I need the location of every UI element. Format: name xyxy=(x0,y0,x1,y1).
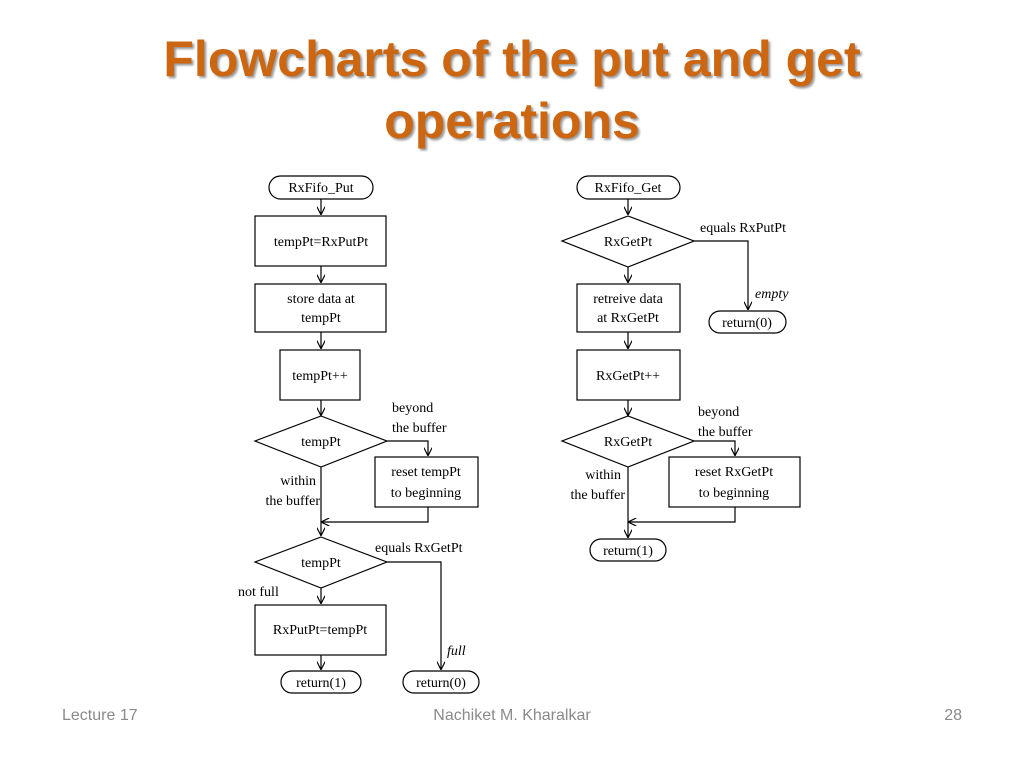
put-store-label-2: tempPt xyxy=(301,311,341,326)
get-decision1-diamond xyxy=(560,215,696,268)
put-beyond-label-2: the buffer xyxy=(392,421,447,436)
slide-title: Flowcharts of the put and get operations xyxy=(0,28,1024,152)
get-increment-box xyxy=(576,349,681,401)
put-full-arrow xyxy=(387,561,441,669)
get-increment-label: RxGetPt++ xyxy=(596,369,660,384)
get-reset-label-2: to beginning xyxy=(699,486,769,501)
flowchart-shapes xyxy=(253,175,801,694)
get-retrieve-label-2: at RxGetPt xyxy=(597,311,659,326)
put-return-zero-label: return(0) xyxy=(416,676,466,691)
get-beyond-label-2: the buffer xyxy=(698,425,753,440)
put-assign-temp-label: tempPt=RxPutPt xyxy=(274,235,368,250)
get-empty-label: empty xyxy=(755,287,789,302)
get-empty-arrow xyxy=(694,240,748,309)
get-reset-return-arrow xyxy=(629,507,736,522)
put-within-label-1: within xyxy=(280,474,316,489)
get-return-zero-terminal xyxy=(708,310,787,334)
get-reset-box xyxy=(668,456,801,508)
get-decision2-label: RxGetPt xyxy=(604,435,652,450)
put-start-terminal xyxy=(268,175,374,200)
slide-title-line1: Flowcharts of the put and get xyxy=(163,31,861,87)
get-reset-label-1: reset RxGetPt xyxy=(695,465,773,480)
put-reset-label-1: reset tempPt xyxy=(391,465,461,480)
get-beyond-label-1: beyond xyxy=(698,405,739,420)
put-equals-label: equals RxGetPt xyxy=(375,541,463,556)
put-full-label: full xyxy=(447,644,466,659)
put-decision2-label: tempPt xyxy=(301,556,341,571)
put-decision1-diamond xyxy=(253,415,389,468)
put-decision2-diamond xyxy=(253,536,389,589)
put-assign-put-box xyxy=(254,604,387,656)
put-increment-label: tempPt++ xyxy=(292,369,348,384)
footer-left: Lecture 17 xyxy=(62,707,138,724)
slide-title-line2: operations xyxy=(384,93,640,149)
footer-page-number: 28 xyxy=(944,707,962,724)
put-start-label: RxFifo_Put xyxy=(288,181,353,196)
get-decision1-label: RxGetPt xyxy=(604,235,652,250)
footer-center: Nachiket M. Kharalkar xyxy=(433,707,591,724)
put-beyond-label-1: beyond xyxy=(392,401,433,416)
get-retrieve-box xyxy=(576,283,681,333)
put-reset-box xyxy=(374,456,479,508)
put-decision1-label: tempPt xyxy=(301,435,341,450)
get-start-terminal xyxy=(576,175,681,200)
get-decision2-diamond xyxy=(560,415,696,468)
put-return-one-label: return(1) xyxy=(296,676,346,691)
get-return-one-terminal xyxy=(589,538,667,562)
put-increment-box xyxy=(279,349,361,401)
put-reset-return-arrow xyxy=(322,507,429,522)
put-return-zero-terminal xyxy=(402,670,480,694)
get-beyond-arrow xyxy=(694,440,735,455)
get-return-zero-label: return(0) xyxy=(722,316,772,331)
get-retrieve-label-1: retreive data xyxy=(593,292,663,307)
put-not-full-label: not full xyxy=(238,585,279,600)
put-assign-temp-box xyxy=(254,215,387,267)
get-within-label-1: within xyxy=(585,468,621,483)
put-reset-label-2: to beginning xyxy=(391,486,461,501)
connector-lines xyxy=(321,199,748,669)
put-beyond-arrow xyxy=(387,440,428,455)
put-return-one-terminal xyxy=(280,670,362,694)
get-within-label-2: the buffer xyxy=(570,488,625,503)
put-store-box xyxy=(254,283,387,333)
put-store-label-1: store data at xyxy=(287,292,355,307)
get-start-label: RxFifo_Get xyxy=(595,181,662,196)
get-return-one-label: return(1) xyxy=(603,544,653,559)
get-equals-label: equals RxPutPt xyxy=(700,221,786,236)
put-within-label-2: the buffer xyxy=(265,494,320,509)
put-assign-put-label: RxPutPt=tempPt xyxy=(273,623,367,638)
